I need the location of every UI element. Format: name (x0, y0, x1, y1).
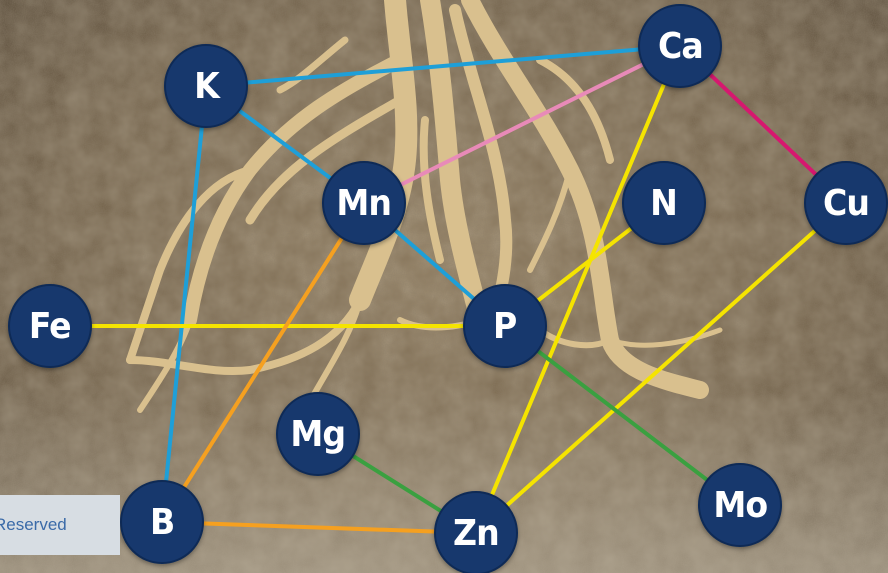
node-fe: Fe (8, 284, 92, 368)
copyright-text: Reserved (0, 515, 67, 535)
link-cu-zn (476, 203, 846, 533)
node-ca: Ca (638, 4, 722, 88)
node-b: B (120, 480, 204, 564)
node-label: N (651, 183, 678, 224)
node-label: Ca (658, 26, 703, 67)
node-k: K (164, 44, 248, 128)
node-label: Mg (291, 414, 346, 455)
node-label: Cu (823, 183, 869, 224)
link-k-b (162, 86, 206, 522)
node-zn: Zn (434, 491, 518, 573)
node-label: Mn (337, 183, 392, 224)
node-label: K (194, 66, 219, 107)
node-mg: Mg (276, 392, 360, 476)
link-b-zn (162, 522, 476, 533)
link-mn-b (162, 203, 364, 522)
node-n: N (622, 161, 706, 245)
node-label: Mo (713, 485, 767, 526)
node-label: B (150, 502, 174, 543)
node-label: Zn (453, 513, 499, 554)
node-mo: Mo (698, 463, 782, 547)
node-label: P (493, 306, 516, 347)
node-p: P (463, 284, 547, 368)
node-label: Fe (29, 306, 71, 347)
copyright-badge: Reserved (0, 495, 120, 555)
node-mn: Mn (322, 161, 406, 245)
node-cu: Cu (804, 161, 888, 245)
